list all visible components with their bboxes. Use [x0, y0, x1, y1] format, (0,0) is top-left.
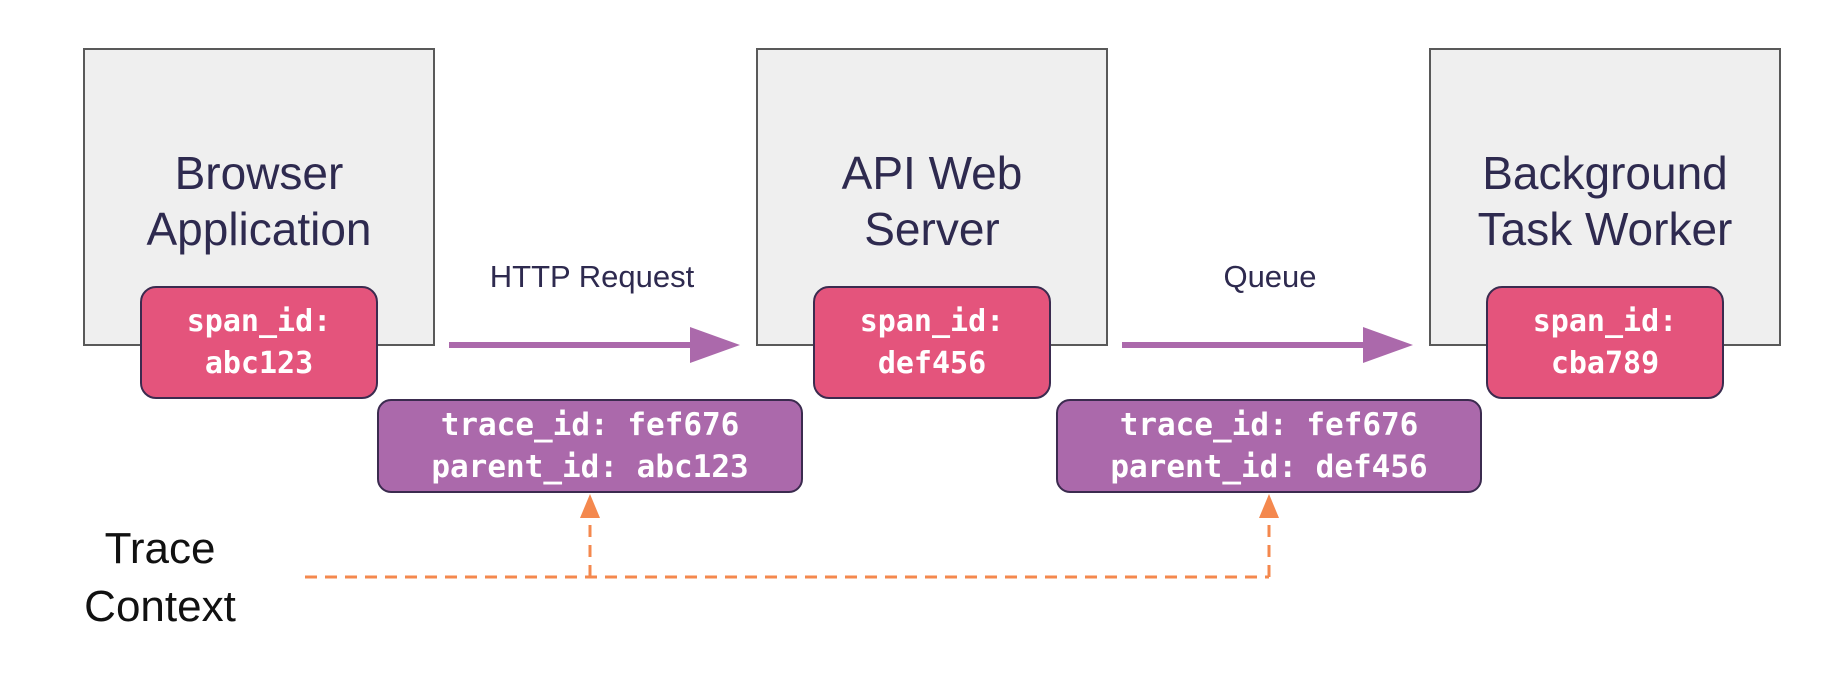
- trace-context-box: trace_id: fef676 parent_id: abc123: [377, 399, 803, 493]
- service-name: Browser Application: [146, 147, 372, 255]
- service-name: Background Task Worker: [1477, 147, 1733, 255]
- service-name: API Web Server: [841, 147, 1023, 255]
- connection-label-queue: Queue: [1223, 259, 1317, 294]
- trace-context-box: trace_id: fef676 parent_id: def456: [1056, 399, 1482, 493]
- trace-context-arrowhead-2: [1259, 494, 1279, 518]
- connection-label-http-request: HTTP Request: [489, 259, 695, 294]
- span-id-badge: span_id: cba789: [1486, 286, 1724, 399]
- queue-arrowhead: [1363, 327, 1413, 363]
- http-request-arrowhead: [690, 327, 740, 363]
- span-id-badge: span_id: abc123: [140, 286, 378, 399]
- trace-context-arrowhead-1: [580, 494, 600, 518]
- span-id-badge: span_id: def456: [813, 286, 1051, 399]
- trace-context-label: Trace Context: [84, 524, 236, 631]
